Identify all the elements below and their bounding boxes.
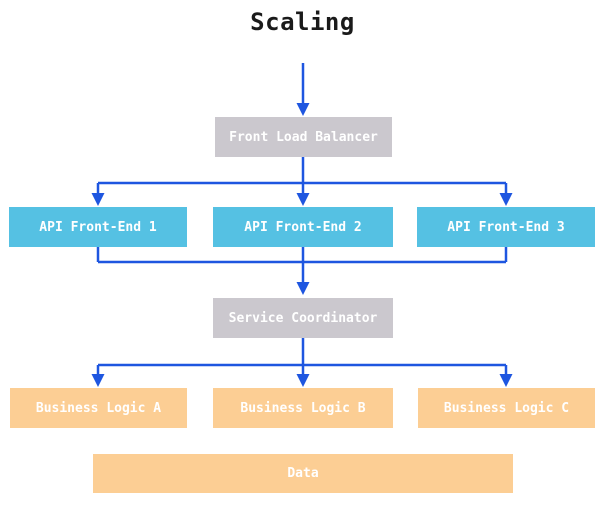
node-data: Data <box>93 454 513 493</box>
node-front-load-balancer-label: Front Load Balancer <box>229 129 378 145</box>
diagram-title: Scaling <box>250 8 355 36</box>
node-api-front-end-3: API Front-End 3 <box>417 207 595 247</box>
node-business-logic-a: Business Logic A <box>10 388 187 428</box>
node-business-logic-b-label: Business Logic B <box>240 400 366 416</box>
node-api-front-end-2: API Front-End 2 <box>213 207 393 247</box>
node-front-load-balancer: Front Load Balancer <box>215 117 392 157</box>
node-data-label: Data <box>287 466 319 481</box>
node-business-logic-a-label: Business Logic A <box>35 400 162 416</box>
connector-arrowheads <box>91 103 513 387</box>
node-api-front-end-3-label: API Front-End 3 <box>447 219 565 235</box>
node-service-coordinator: Service Coordinator <box>213 298 393 338</box>
node-api-front-end-1: API Front-End 1 <box>9 207 187 247</box>
node-api-front-end-2-label: API Front-End 2 <box>244 219 362 235</box>
node-api-front-end-1-label: API Front-End 1 <box>39 219 157 235</box>
node-business-logic-c: Business Logic C <box>418 388 595 428</box>
node-business-logic-c-label: Business Logic C <box>443 400 570 416</box>
node-business-logic-b: Business Logic B <box>213 388 393 428</box>
node-service-coordinator-label: Service Coordinator <box>228 310 378 326</box>
connector-lines <box>96 63 508 376</box>
